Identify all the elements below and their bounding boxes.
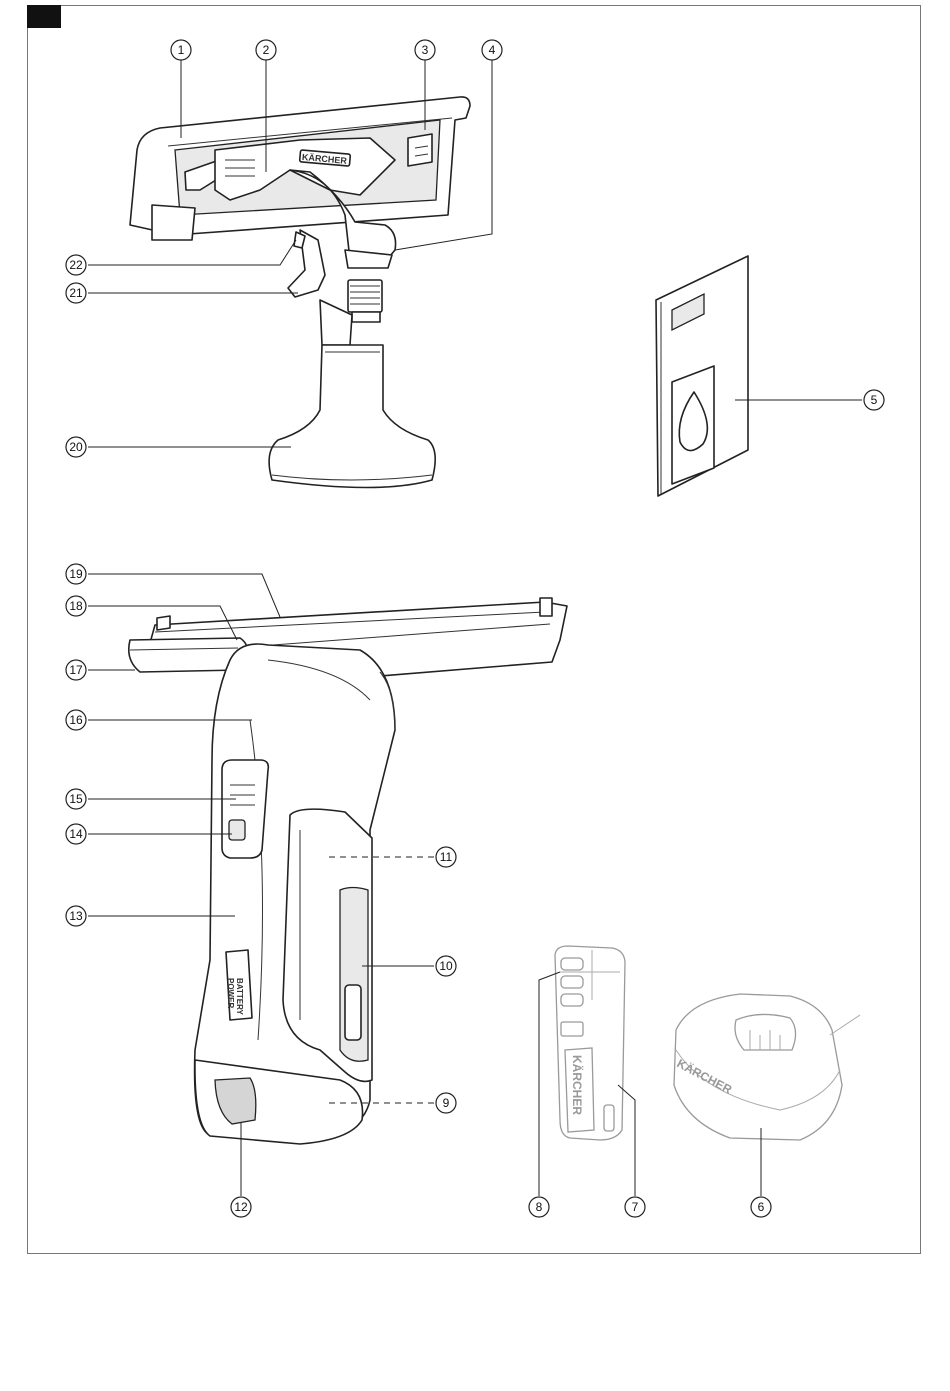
callout-10: 10	[436, 956, 456, 976]
callout-label: 20	[69, 440, 83, 454]
callout-1: 1	[171, 40, 191, 60]
callout-15: 15	[66, 789, 86, 809]
callout-13: 13	[66, 906, 86, 926]
battery-pack-logo: KÄRCHER	[570, 1055, 585, 1115]
callout-label: 15	[69, 792, 83, 806]
callout-7: 7	[625, 1197, 645, 1217]
callout-label: 4	[489, 43, 496, 57]
callout-label: 2	[263, 43, 270, 57]
callout-label: 5	[871, 393, 878, 407]
callout-label: 10	[439, 959, 453, 973]
callout-label: 22	[69, 258, 83, 272]
callout-19: 19	[66, 564, 86, 584]
charger: KÄRCHER	[674, 994, 860, 1140]
callout-18: 18	[66, 596, 86, 616]
callout-label: 21	[69, 286, 83, 300]
callout-label: 7	[632, 1200, 639, 1214]
callout-label: 13	[69, 909, 83, 923]
callout-14: 14	[66, 824, 86, 844]
callout-label: 16	[69, 713, 83, 727]
callout-label: 3	[422, 43, 429, 57]
callout-label: 19	[69, 567, 83, 581]
callout-label: 8	[536, 1200, 543, 1214]
callout-label: 12	[234, 1200, 248, 1214]
callout-8: 8	[529, 1197, 549, 1217]
callout-12: 12	[231, 1197, 251, 1217]
callout-label: 14	[69, 827, 83, 841]
callout-16: 16	[66, 710, 86, 730]
callout-label: 17	[69, 663, 83, 677]
callout-label: 11	[440, 850, 453, 864]
battery-pack: KÄRCHER	[555, 946, 625, 1140]
callout-21: 21	[66, 283, 86, 303]
instruction-booklet	[656, 256, 748, 496]
callout-5: 5	[864, 390, 884, 410]
callout-22: 22	[66, 255, 86, 275]
callout-9: 9	[436, 1093, 456, 1113]
callout-17: 17	[66, 660, 86, 680]
spray-bottle-assembly: KÄRCHER	[130, 97, 470, 488]
callout-label: 6	[758, 1200, 765, 1214]
battery-label-line1: BATTERY	[235, 978, 244, 1016]
callout-3: 3	[415, 40, 435, 60]
callout-2: 2	[256, 40, 276, 60]
battery-label-line2: POWER	[226, 978, 235, 1008]
window-vacuum: BATTERY POWER	[129, 598, 567, 1144]
callout-4: 4	[482, 40, 502, 60]
callout-label: 18	[69, 599, 83, 613]
callout-label: 1	[178, 43, 185, 57]
callout-11: 11	[436, 847, 456, 867]
callout-label: 9	[443, 1096, 450, 1110]
callout-20: 20	[66, 437, 86, 457]
callout-6: 6	[751, 1197, 771, 1217]
